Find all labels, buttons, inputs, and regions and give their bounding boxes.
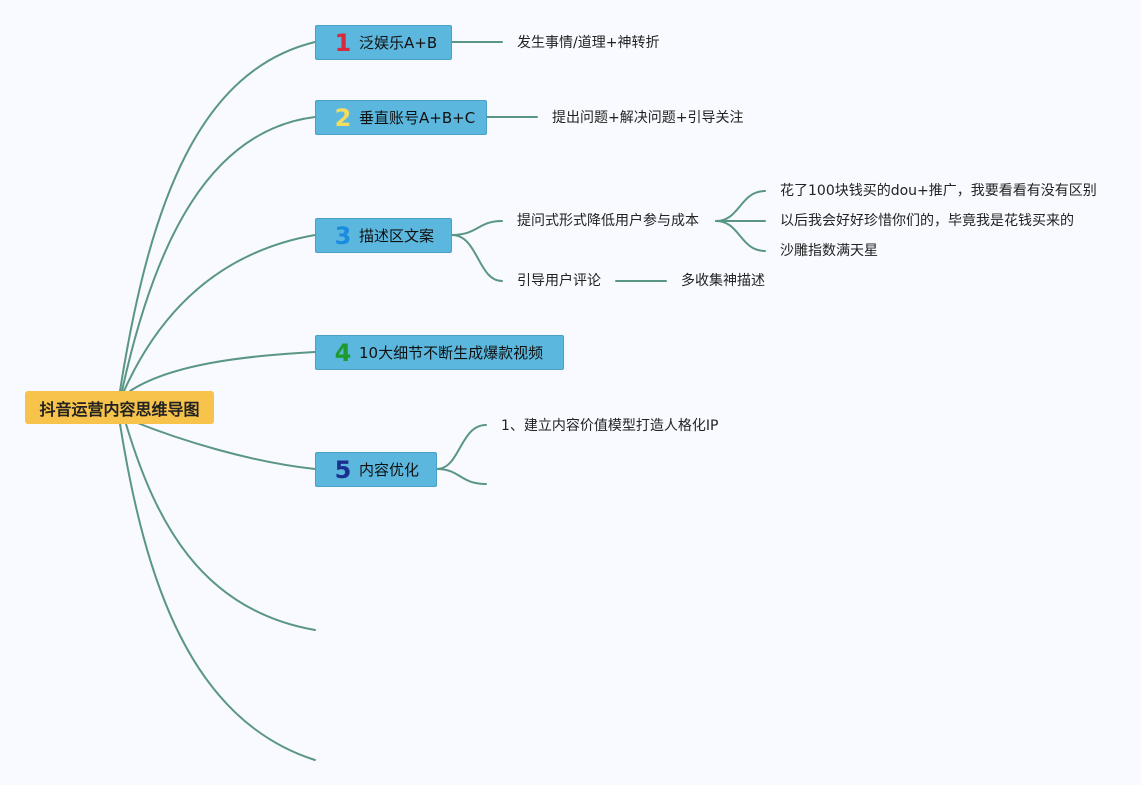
topic-1[interactable]: 1 泛娱乐A+B bbox=[315, 25, 452, 60]
edge-root-topic-2 bbox=[121, 116, 316, 392]
edge-root-topic-3 bbox=[123, 234, 316, 392]
number-4-icon: 4 bbox=[334, 338, 352, 367]
topic-5-label: 内容优化 bbox=[359, 461, 420, 479]
number-1-icon: 1 bbox=[334, 28, 352, 57]
question-leaf-2[interactable]: 以后我会好好珍惜你们的，毕竟我是花钱买来的 bbox=[780, 213, 1074, 229]
edge-t3-q bbox=[451, 220, 503, 236]
topic-1-child[interactable]: 发生事情/道理+神转折 bbox=[517, 35, 660, 51]
topic-5-child[interactable]: 1、建立内容价值模型打造人格化IP bbox=[501, 418, 719, 434]
edge-t3-g bbox=[451, 234, 503, 282]
topic-3-child-question[interactable]: 提问式形式降低用户参与成本 bbox=[517, 213, 699, 229]
question-leaf-1[interactable]: 花了100块钱买的dou+推广，我要看看有没有区别 bbox=[780, 183, 1097, 199]
question-leaf-3[interactable]: 沙雕指数满天星 bbox=[780, 243, 878, 259]
topic-5[interactable]: 5 内容优化 bbox=[315, 452, 437, 487]
edge-root-topic-4 bbox=[129, 351, 316, 392]
edge-q-leaf-1 bbox=[715, 190, 766, 222]
guide-leaf-1[interactable]: 多收集神描述 bbox=[681, 273, 765, 289]
number-2-icon: 2 bbox=[334, 103, 352, 132]
number-3-icon: 3 bbox=[334, 221, 352, 250]
root-topic-label: 抖音运营内容思维导图 bbox=[39, 399, 200, 419]
edge-t5-child bbox=[436, 424, 487, 470]
root-topic[interactable]: 抖音运营内容思维导图 bbox=[25, 391, 214, 424]
edge-root-empty-2 bbox=[119, 423, 316, 761]
edge-root-topic-5 bbox=[134, 421, 316, 470]
topic-2-child[interactable]: 提出问题+解决问题+引导关注 bbox=[552, 110, 744, 126]
topic-3[interactable]: 3 描述区文案 bbox=[315, 218, 452, 253]
topic-2[interactable]: 2 垂直账号A+B+C bbox=[315, 100, 487, 135]
edge-root-empty-1 bbox=[125, 423, 316, 631]
topic-1-label: 泛娱乐A+B bbox=[359, 34, 438, 52]
topic-4[interactable]: 4 10大细节不断生成爆款视频 bbox=[315, 335, 564, 370]
topic-2-label: 垂直账号A+B+C bbox=[359, 109, 476, 127]
edge-root-topic-1 bbox=[119, 41, 316, 392]
topic-4-label: 10大细节不断生成爆款视频 bbox=[359, 344, 544, 362]
topic-3-child-guide[interactable]: 引导用户评论 bbox=[517, 273, 601, 289]
edge-t5-empty bbox=[436, 468, 487, 485]
topic-3-label: 描述区文案 bbox=[359, 227, 435, 245]
number-5-icon: 5 bbox=[334, 455, 352, 484]
edge-q-leaf-3 bbox=[715, 220, 766, 252]
